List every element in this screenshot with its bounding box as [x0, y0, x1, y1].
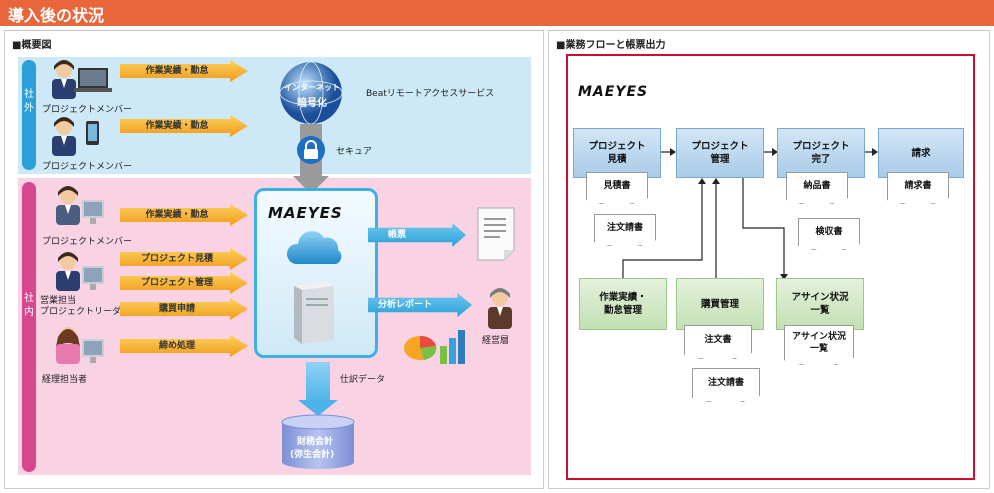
doc-assign-list: アサイン状況 一覧	[784, 325, 854, 365]
secure-label: セキュア	[336, 147, 372, 157]
member-label: プロジェクトメンバー	[42, 105, 133, 115]
doc-invoice: 請求書	[887, 172, 949, 204]
step-estimate: プロジェクト 見積	[573, 128, 661, 178]
member-phone-icon	[52, 117, 99, 156]
member-laptop-icon	[52, 60, 112, 99]
accountant-icon	[56, 327, 104, 364]
inside-bar: 社 内	[22, 182, 36, 472]
overview-panel	[4, 30, 544, 489]
step-billing: 請求	[878, 128, 964, 178]
chart-icon	[404, 330, 465, 364]
doc-order-ack: 注文請書	[594, 214, 656, 246]
flow-connectors	[622, 148, 878, 280]
maeyes-logo: MAEYES	[268, 204, 343, 222]
sales-lead-label: 営業担当 プロジェクトリーダー	[40, 296, 131, 317]
accounting-sub-label: (弥生会計)	[290, 450, 335, 460]
lock-icon	[297, 136, 325, 164]
executive-icon	[488, 288, 512, 329]
doc-acceptance: 検収書	[798, 218, 860, 250]
flow-panel	[548, 30, 990, 489]
doc-order-ack-2: 注文請書	[692, 368, 760, 402]
accounting-db-icon	[281, 414, 355, 469]
work-attendance-box: 作業実績・ 勤怠管理	[579, 278, 667, 330]
flow-title: ■業務フローと帳票出力	[556, 40, 666, 51]
work-arrow: 作業実績・勤怠	[120, 115, 248, 137]
member-label: プロジェクトメンバー	[42, 237, 133, 247]
estimate-arrow: プロジェクト見積	[120, 248, 248, 270]
outside-bar: 社 外	[22, 60, 36, 170]
purchase-arrow: 購買申請	[120, 298, 248, 320]
header-bar	[0, 0, 994, 26]
server-icon	[294, 280, 334, 344]
journal-label: 仕訳データ	[340, 375, 386, 385]
document-icon	[477, 207, 515, 261]
accountant-label: 経理担当者	[42, 375, 88, 385]
internet-label: インターネット	[284, 83, 340, 92]
maeyes-flow-logo: MAEYES	[578, 84, 649, 100]
internet-globe-icon	[279, 61, 343, 125]
closing-arrow: 締め処理	[120, 335, 248, 357]
overview-title: ■概要図	[12, 40, 52, 51]
doc-delivery: 納品書	[786, 172, 848, 204]
assign-box: アサイン状況 一覧	[776, 278, 864, 330]
member-desktop-icon	[56, 186, 104, 225]
cloud-icon	[286, 231, 342, 264]
work-arrow: 作業実績・勤怠	[120, 204, 248, 226]
step-complete: プロジェクト 完了	[777, 128, 865, 178]
work-arrow: 作業実績・勤怠	[120, 60, 248, 82]
management-arrow: プロジェクト管理	[120, 272, 248, 294]
sales-lead-icon	[56, 252, 104, 291]
executive-label: 経営層	[482, 336, 510, 346]
purchase-box: 購買管理	[676, 278, 764, 330]
step-management: プロジェクト 管理	[676, 128, 764, 178]
page-title: 導入後の状況	[8, 6, 105, 25]
journal-arrowhead	[298, 400, 338, 416]
flow-frame	[566, 54, 975, 480]
beat-service-label: Beatリモートアクセスサービス	[366, 89, 495, 99]
secure-arrowhead	[293, 176, 329, 194]
doc-estimate: 見積書	[586, 172, 648, 204]
encryption-label: 暗号化	[297, 98, 327, 109]
accounting-label: 財務会計	[297, 437, 334, 447]
doc-order: 注文書	[684, 325, 752, 359]
member-label: プロジェクトメンバー	[42, 162, 133, 172]
journal-arrow	[306, 362, 330, 402]
